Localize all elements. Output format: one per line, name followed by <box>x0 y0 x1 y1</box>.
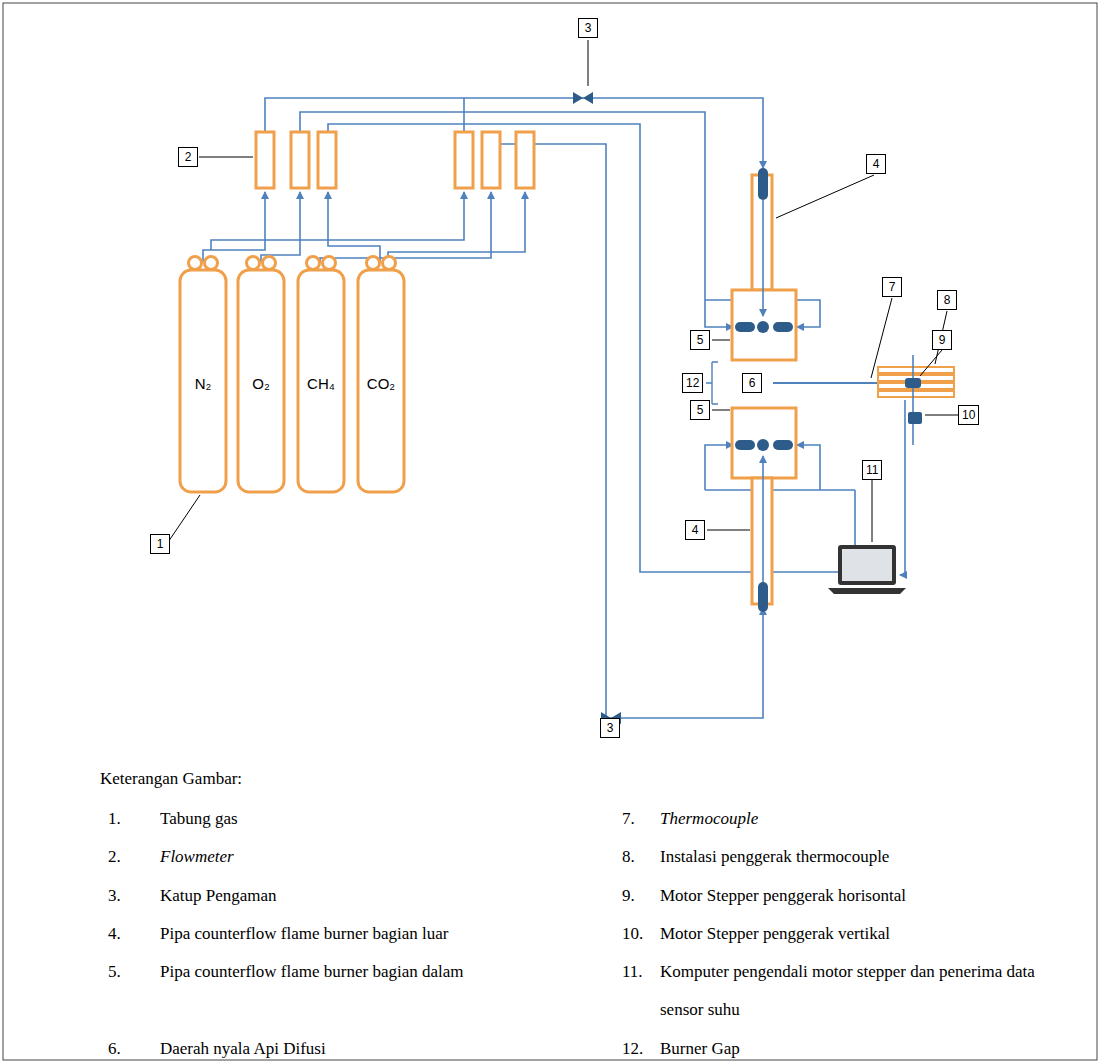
gas-cylinder: CO₂ <box>356 255 406 495</box>
legend-item: 6. <box>108 1030 148 1064</box>
callout-number: 3 <box>578 18 598 38</box>
gas-name: N₂ <box>178 375 228 392</box>
gas-name: CO₂ <box>356 375 406 392</box>
flowmeters <box>256 132 534 188</box>
gas-lines <box>203 98 855 718</box>
legend-item: 8. <box>622 838 662 876</box>
legend-item: 11. <box>622 953 662 991</box>
callout-number: 11 <box>862 460 882 480</box>
legend-item: 10. <box>622 915 662 953</box>
callout-number: 4 <box>866 154 886 174</box>
legend-item: Burner Gap <box>660 1030 1060 1064</box>
legend-item: Motor Stepper penggerak vertikal <box>660 915 1060 953</box>
callout-number: 10 <box>958 405 979 425</box>
legend-item: 2. <box>108 838 148 876</box>
legend-item: Katup Pengaman <box>160 877 560 915</box>
gas-cylinder: O₂ <box>236 255 286 495</box>
legend-item: Thermocouple <box>660 800 1060 838</box>
callout-number: 1 <box>150 534 170 554</box>
legend-item: 9. <box>622 877 662 915</box>
legend-item: 3. <box>108 877 148 915</box>
legend-item: Komputer pengendali motor stepper dan pe… <box>660 953 1060 1029</box>
legend-item: Flowmeter <box>160 838 560 876</box>
laptop <box>828 545 906 594</box>
callout-number: 4 <box>685 520 705 540</box>
callout-number: 5 <box>690 330 710 350</box>
legend-item: 4. <box>108 915 148 953</box>
safety-valves <box>573 92 621 724</box>
legend-item: Daerah nyala Api Difusi <box>160 1030 560 1064</box>
legend-item: Tabung gas <box>160 800 560 838</box>
legend-item: Motor Stepper penggerak horisontal <box>660 877 1060 915</box>
callout-number: 6 <box>742 373 762 393</box>
callout-number: 8 <box>937 290 957 310</box>
legend-item: 5. <box>108 953 148 991</box>
legend-item: Keterangan Gambar: <box>100 760 400 798</box>
callout-number: 7 <box>882 277 902 297</box>
frame <box>3 3 1097 1060</box>
thermocouple-rig <box>773 355 954 575</box>
callout-number: 3 <box>600 718 620 738</box>
callout-number: 2 <box>178 147 198 167</box>
counterflow-burner <box>706 168 796 612</box>
legend-item: Pipa counterflow flame burner bagian dal… <box>160 953 540 991</box>
legend-item: 1. <box>108 800 148 838</box>
legend-item: 12. <box>622 1030 662 1064</box>
legend-item: 7. <box>622 800 662 838</box>
callout-number: 5 <box>690 400 710 420</box>
gas-name: O₂ <box>236 375 286 392</box>
legend-item: Pipa counterflow flame burner bagian lua… <box>160 915 560 953</box>
callout-number: 9 <box>932 330 952 350</box>
legend-item: Instalasi penggerak thermocouple <box>660 838 1060 876</box>
gas-cylinder: CH₄ <box>296 255 346 495</box>
leader-lines <box>160 40 958 738</box>
gas-name: CH₄ <box>296 375 346 392</box>
gas-cylinder: N₂ <box>178 255 228 495</box>
callout-number: 12 <box>682 373 703 393</box>
